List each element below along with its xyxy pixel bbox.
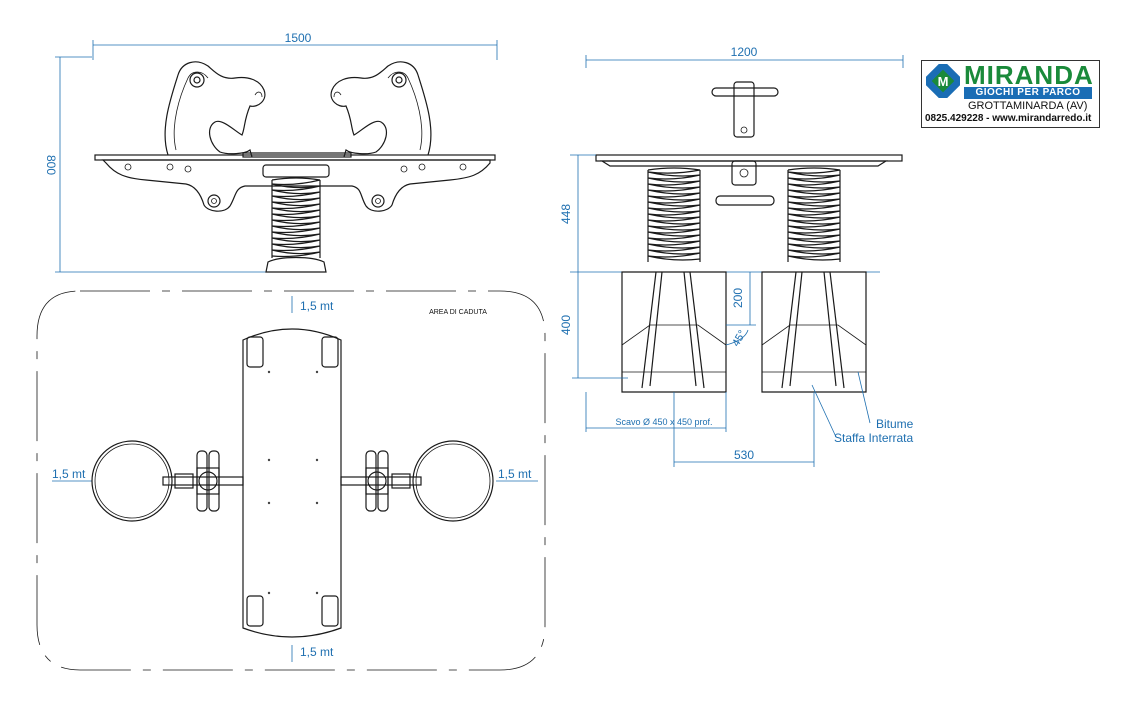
front-view: 1200 — [559, 45, 914, 467]
clearance-bottom-label: 1,5 mt — [300, 645, 334, 659]
side-spring — [271, 177, 321, 258]
left-seat-figure — [164, 61, 266, 158]
side-view: 1500 800 — [44, 31, 498, 273]
front-width-dim: 1200 — [731, 45, 758, 59]
logo-city: GROTTAMINARDA (AV) — [968, 100, 1088, 112]
plan-right-handle — [340, 440, 494, 522]
spring-height-dim: 448 — [559, 204, 573, 224]
logo-brand: MIRANDA — [964, 60, 1094, 90]
clearance-top-label: 1,5 mt — [300, 299, 334, 313]
fall-area-outline — [36, 290, 546, 671]
right-seat-figure — [330, 61, 432, 158]
logo-mark-icon: M — [926, 64, 960, 98]
front-right-spring — [787, 167, 841, 262]
side-width-dim: 1500 — [285, 31, 312, 45]
fall-area-label: AREA DI CADUTA — [429, 309, 487, 316]
plan-left-handle — [91, 440, 244, 522]
side-beam — [101, 159, 491, 212]
logo-contact: 0825.429228 - www.mirandarredo.it — [925, 113, 1092, 124]
front-left-spring — [647, 167, 701, 262]
side-spring-base — [265, 256, 327, 273]
company-logo: M MIRANDA GIOCHI PER PARCO GROTTAMINARDA… — [921, 60, 1100, 128]
spacing-dim: 530 — [734, 448, 754, 462]
plan-view: AREA DI CADUTA 1,5 mt 1,5 mt 1,5 mt 1,5 … — [36, 290, 546, 671]
logo-tagline: GIOCHI PER PARCO — [964, 87, 1092, 99]
plan-seat-board — [242, 328, 342, 638]
clearance-right-label: 1,5 mt — [498, 467, 532, 481]
excavation-note: Scavo Ø 450 x 450 prof. — [615, 417, 712, 427]
front-left-foundation — [621, 271, 727, 393]
front-seat-board — [595, 154, 903, 162]
foundation-depth-dim: 400 — [559, 315, 573, 335]
front-right-foundation — [761, 271, 867, 393]
clearance-left-label: 1,5 mt — [52, 467, 86, 481]
buried-bracket-label: Staffa Interrata — [834, 431, 913, 445]
bracket-depth-dim: 200 — [731, 288, 745, 308]
side-height-dim: 800 — [44, 155, 58, 175]
svg-text:M: M — [938, 74, 949, 89]
angle-dim: 45° — [730, 328, 749, 348]
bitumen-label: Bitume — [876, 417, 914, 431]
